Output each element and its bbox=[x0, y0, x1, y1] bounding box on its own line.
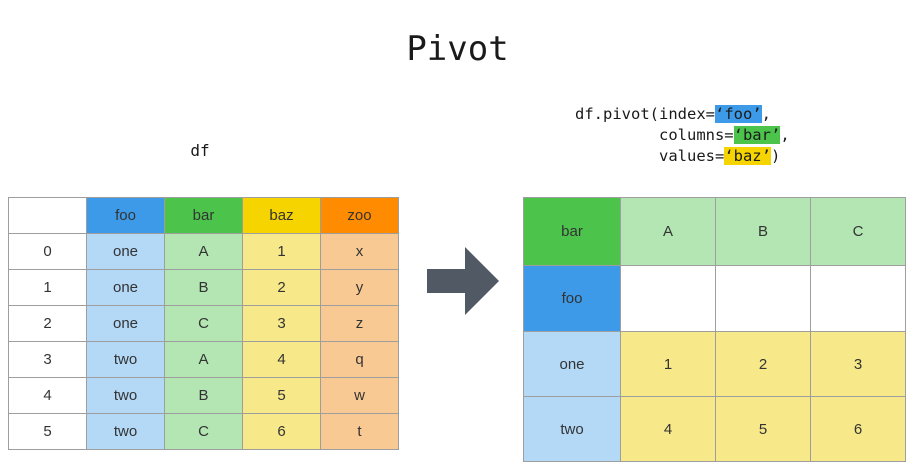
table-row: 1 one B 2 y bbox=[8, 269, 399, 306]
df-cell-5-zoo: t bbox=[320, 413, 399, 450]
pivot-spacer-c bbox=[810, 265, 906, 332]
df-cell-3-bar: A bbox=[164, 341, 243, 378]
df-cell-1-bar: B bbox=[164, 269, 243, 306]
df-cell-3-baz: 4 bbox=[242, 341, 321, 378]
pivot-cell-two-c: 6 bbox=[810, 396, 906, 462]
table-row: one 1 2 3 bbox=[523, 331, 906, 397]
code-line2-prefix: columns= bbox=[575, 126, 734, 144]
df-cell-4-baz: 5 bbox=[242, 377, 321, 414]
df-cell-1-zoo: y bbox=[320, 269, 399, 306]
df-cell-2-foo: one bbox=[86, 305, 165, 342]
table-row: 5 two C 6 t bbox=[8, 413, 399, 450]
pivot-cell-two-b: 5 bbox=[715, 396, 811, 462]
code-line3-suffix: ) bbox=[770, 147, 781, 165]
df-header-zoo: zoo bbox=[320, 197, 399, 234]
df-cell-1-baz: 2 bbox=[242, 269, 321, 306]
df-index-3: 3 bbox=[8, 341, 87, 378]
table-header-row: foo bar baz zoo bbox=[8, 197, 399, 234]
df-corner-cell bbox=[8, 197, 87, 234]
df-cell-4-foo: two bbox=[86, 377, 165, 414]
code-arg-baz: ‘baz’ bbox=[724, 147, 771, 165]
df-cell-0-foo: one bbox=[86, 233, 165, 270]
pivot-cell-one-c: 3 bbox=[810, 331, 906, 397]
pivot-spacer-a bbox=[620, 265, 716, 332]
df-cell-2-zoo: z bbox=[320, 305, 399, 342]
df-cell-0-bar: A bbox=[164, 233, 243, 270]
table-row: 3 two A 4 q bbox=[8, 341, 399, 378]
table-header-row: bar A B C bbox=[523, 197, 906, 266]
code-snippet: df.pivot(index=‘foo’, columns=‘bar’, val… bbox=[575, 104, 790, 167]
page-title: Pivot bbox=[406, 29, 509, 69]
pivot-header-c: C bbox=[810, 197, 906, 266]
pivot-spacer-b bbox=[715, 265, 811, 332]
table-row: 0 one A 1 x bbox=[8, 233, 399, 270]
df-cell-0-baz: 1 bbox=[242, 233, 321, 270]
table-row: two 4 5 6 bbox=[523, 396, 906, 462]
df-cell-5-bar: C bbox=[164, 413, 243, 450]
df-index-1: 1 bbox=[8, 269, 87, 306]
table-row: 2 one C 3 z bbox=[8, 305, 399, 342]
pivot-cell-one-a: 1 bbox=[620, 331, 716, 397]
pivot-table: bar A B C foo one 1 2 3 two 4 5 6 bbox=[523, 197, 906, 462]
pivot-index-two: two bbox=[523, 396, 621, 462]
df-index-0: 0 bbox=[8, 233, 87, 270]
df-header-bar: bar bbox=[164, 197, 243, 234]
df-cell-0-zoo: x bbox=[320, 233, 399, 270]
code-line2-suffix: , bbox=[780, 126, 790, 144]
df-index-2: 2 bbox=[8, 305, 87, 342]
df-header-baz: baz bbox=[242, 197, 321, 234]
right-arrow-icon bbox=[427, 247, 499, 315]
df-cell-5-baz: 6 bbox=[242, 413, 321, 450]
code-line-columns: columns=‘bar’, bbox=[575, 125, 790, 146]
pivot-header-a: A bbox=[620, 197, 716, 266]
pivot-index-label: foo bbox=[523, 265, 621, 332]
pivot-header-b: B bbox=[715, 197, 811, 266]
pivot-index-one: one bbox=[523, 331, 621, 397]
df-cell-1-foo: one bbox=[86, 269, 165, 306]
code-line3-prefix: values= bbox=[575, 147, 725, 165]
pivot-cell-one-b: 2 bbox=[715, 331, 811, 397]
pivot-index-label-row: foo bbox=[523, 265, 906, 332]
code-line-index: df.pivot(index=‘foo’, bbox=[575, 104, 790, 125]
pivot-columns-label: bar bbox=[523, 197, 621, 266]
code-arg-bar: ‘bar’ bbox=[733, 126, 781, 144]
df-cell-2-baz: 3 bbox=[242, 305, 321, 342]
pivot-cell-two-a: 4 bbox=[620, 396, 716, 462]
df-caption: df bbox=[190, 141, 210, 160]
df-cell-2-bar: C bbox=[164, 305, 243, 342]
code-line-values: values=‘baz’) bbox=[575, 146, 790, 167]
table-row: 4 two B 5 w bbox=[8, 377, 399, 414]
df-table: foo bar baz zoo 0 one A 1 x 1 one B 2 y … bbox=[8, 197, 399, 450]
code-arg-foo: ‘foo’ bbox=[714, 105, 762, 123]
df-cell-3-foo: two bbox=[86, 341, 165, 378]
code-line1-suffix: , bbox=[761, 105, 771, 123]
code-line1-prefix: df.pivot(index= bbox=[575, 105, 715, 123]
df-header-foo: foo bbox=[86, 197, 165, 234]
df-cell-4-zoo: w bbox=[320, 377, 399, 414]
df-index-4: 4 bbox=[8, 377, 87, 414]
df-cell-5-foo: two bbox=[86, 413, 165, 450]
df-index-5: 5 bbox=[8, 413, 87, 450]
df-cell-3-zoo: q bbox=[320, 341, 399, 378]
df-cell-4-bar: B bbox=[164, 377, 243, 414]
